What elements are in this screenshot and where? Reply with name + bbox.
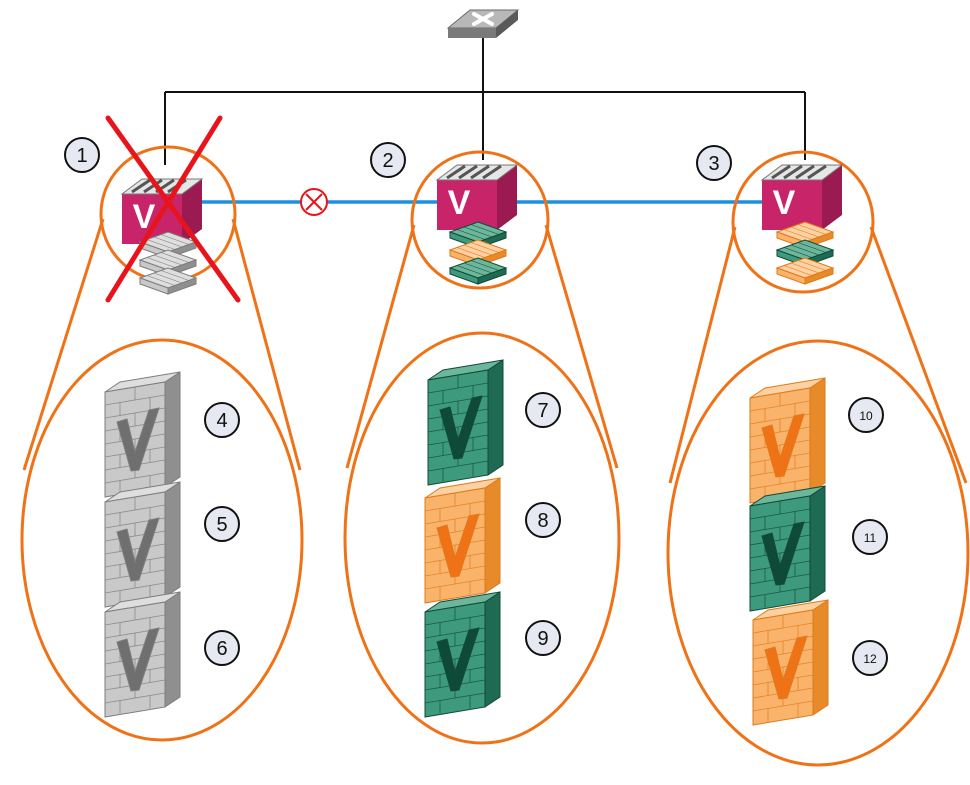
firewall-instance-icon xyxy=(424,591,501,718)
svg-text:11: 11 xyxy=(864,531,877,545)
firewall-instance-icon xyxy=(749,485,826,612)
cluster-node-1: V 1 4 5 6 xyxy=(20,115,304,742)
node-zoom-circle xyxy=(410,150,550,290)
firewall-instance-icon xyxy=(424,477,501,604)
firewall-stack-icon xyxy=(775,221,835,285)
node-number-badge: 3 xyxy=(696,145,732,181)
svg-text:10: 10 xyxy=(859,409,873,423)
svg-text:7: 7 xyxy=(537,400,548,422)
instance-number-badge: 8 xyxy=(525,502,561,538)
svg-text:12: 12 xyxy=(863,652,877,666)
svg-text:8: 8 xyxy=(537,510,548,532)
svg-text:6: 6 xyxy=(216,638,227,660)
svg-text:5: 5 xyxy=(216,514,227,536)
svg-text:2: 2 xyxy=(382,150,393,172)
appliance-icon[interactable]: V xyxy=(435,164,519,230)
firewall-instance-icon xyxy=(104,371,181,498)
appliance-icon[interactable]: V xyxy=(760,164,844,230)
svg-text:V: V xyxy=(133,198,156,236)
instance-number-badge: 6 xyxy=(204,630,240,666)
firewall-instance-icon xyxy=(104,481,181,608)
svg-text:4: 4 xyxy=(216,410,227,432)
svg-text:V: V xyxy=(773,184,796,222)
instance-number-badge: 5 xyxy=(204,506,240,542)
cluster-node-3: V 3 10 11 12 xyxy=(666,145,970,767)
node-number-badge: 1 xyxy=(64,137,100,173)
firewall-stack-icon xyxy=(138,231,198,295)
svg-text:V: V xyxy=(448,184,471,222)
cluster-node-2: V 2 7 8 9 xyxy=(343,142,621,745)
instance-number-badge: 9 xyxy=(525,620,561,656)
instance-number-badge: 7 xyxy=(525,392,561,428)
node-number-badge: 2 xyxy=(370,142,406,178)
firewall-instance-icon xyxy=(104,591,181,718)
node-zoom-circle xyxy=(731,150,875,294)
instance-number-badge: 4 xyxy=(204,402,240,438)
svg-text:9: 9 xyxy=(537,628,548,650)
instance-number-badge: 11 xyxy=(852,519,888,555)
firewall-instance-icon xyxy=(427,359,504,486)
firewall-instance-icon xyxy=(752,599,829,726)
firewall-instance-icon xyxy=(749,377,826,504)
network-switch-icon[interactable] xyxy=(446,9,520,38)
failed-x-icon xyxy=(105,115,241,303)
svg-text:1: 1 xyxy=(76,145,87,167)
circled-x-icon xyxy=(300,188,328,216)
svg-text:3: 3 xyxy=(708,153,719,175)
instance-number-badge: 12 xyxy=(852,640,888,676)
switch-uplinks xyxy=(164,38,806,165)
instance-number-badge: 10 xyxy=(848,397,884,433)
firewall-stack-icon xyxy=(448,221,508,285)
